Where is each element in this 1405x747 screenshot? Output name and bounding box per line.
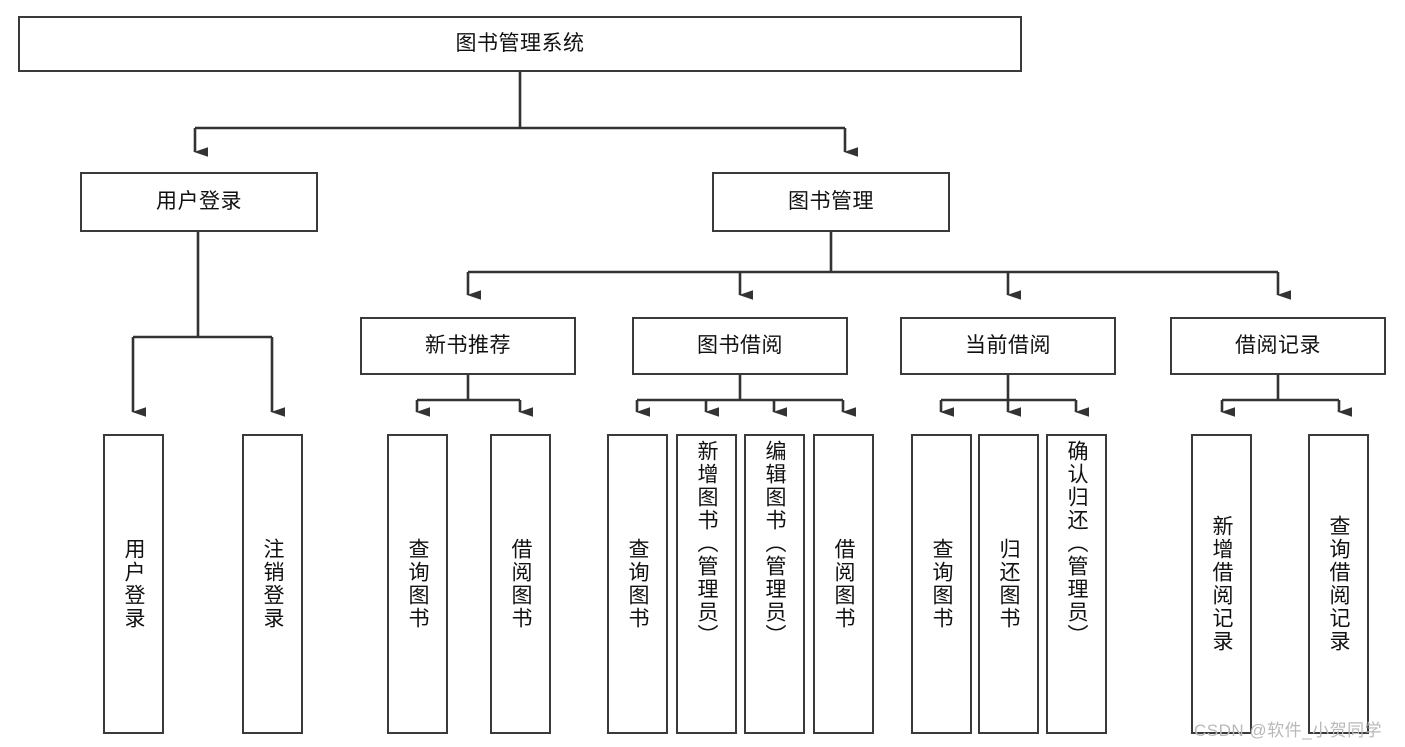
node-book-management[interactable]: 图书管理 (712, 172, 950, 232)
node-leaf-add-book[interactable]: 新增图书（管理员） (676, 434, 737, 734)
node-book-borrow[interactable]: 图书借阅 (632, 317, 848, 375)
node-leaf-query-borrow-record[interactable]: 查询借阅记录 (1308, 434, 1369, 734)
node-leaf-query-book-recommend[interactable]: 查询图书 (387, 434, 448, 734)
node-label: 新增图书（管理员） (695, 440, 718, 647)
node-borrow-record[interactable]: 借阅记录 (1170, 317, 1386, 375)
node-label: 图书管理系统 (455, 31, 585, 55)
node-label: 新书推荐 (425, 333, 511, 357)
node-label: 借阅图书 (832, 538, 855, 630)
node-leaf-query-book-borrow[interactable]: 查询图书 (607, 434, 668, 734)
node-label: 注销登录 (261, 538, 284, 630)
node-leaf-borrow-book[interactable]: 借阅图书 (813, 434, 874, 734)
node-leaf-return-book[interactable]: 归还图书 (978, 434, 1039, 734)
node-leaf-add-borrow-record[interactable]: 新增借阅记录 (1191, 434, 1252, 734)
node-leaf-borrow-book-recommend[interactable]: 借阅图书 (490, 434, 551, 734)
node-label: 编辑图书（管理员） (763, 440, 786, 647)
node-label: 用户登录 (122, 538, 145, 630)
csdn-watermark: CSDN @软件_小贺同学 (1194, 721, 1383, 740)
node-label: 查询图书 (930, 538, 953, 630)
node-label: 查询图书 (626, 538, 649, 630)
node-label: 查询借阅记录 (1327, 515, 1350, 653)
node-label: 查询图书 (406, 538, 429, 630)
node-current-borrow[interactable]: 当前借阅 (900, 317, 1116, 375)
node-label: 当前借阅 (965, 333, 1051, 357)
node-leaf-user-logout[interactable]: 注销登录 (242, 434, 303, 734)
node-label: 归还图书 (997, 538, 1020, 630)
node-label: 图书管理 (788, 189, 874, 213)
node-leaf-query-book-current[interactable]: 查询图书 (911, 434, 972, 734)
node-label: 用户登录 (156, 189, 242, 213)
node-root-book-management-system[interactable]: 图书管理系统 (18, 16, 1022, 72)
node-user-login[interactable]: 用户登录 (80, 172, 318, 232)
node-label: 借阅记录 (1235, 333, 1321, 357)
node-label: 图书借阅 (697, 333, 783, 357)
node-new-book-recommend[interactable]: 新书推荐 (360, 317, 576, 375)
node-leaf-confirm-return[interactable]: 确认归还（管理员） (1046, 434, 1107, 734)
node-label: 新增借阅记录 (1210, 515, 1233, 653)
node-label: 确认归还（管理员） (1065, 440, 1088, 647)
node-leaf-edit-book[interactable]: 编辑图书（管理员） (744, 434, 805, 734)
node-label: 借阅图书 (509, 538, 532, 630)
node-leaf-user-login[interactable]: 用户登录 (103, 434, 164, 734)
